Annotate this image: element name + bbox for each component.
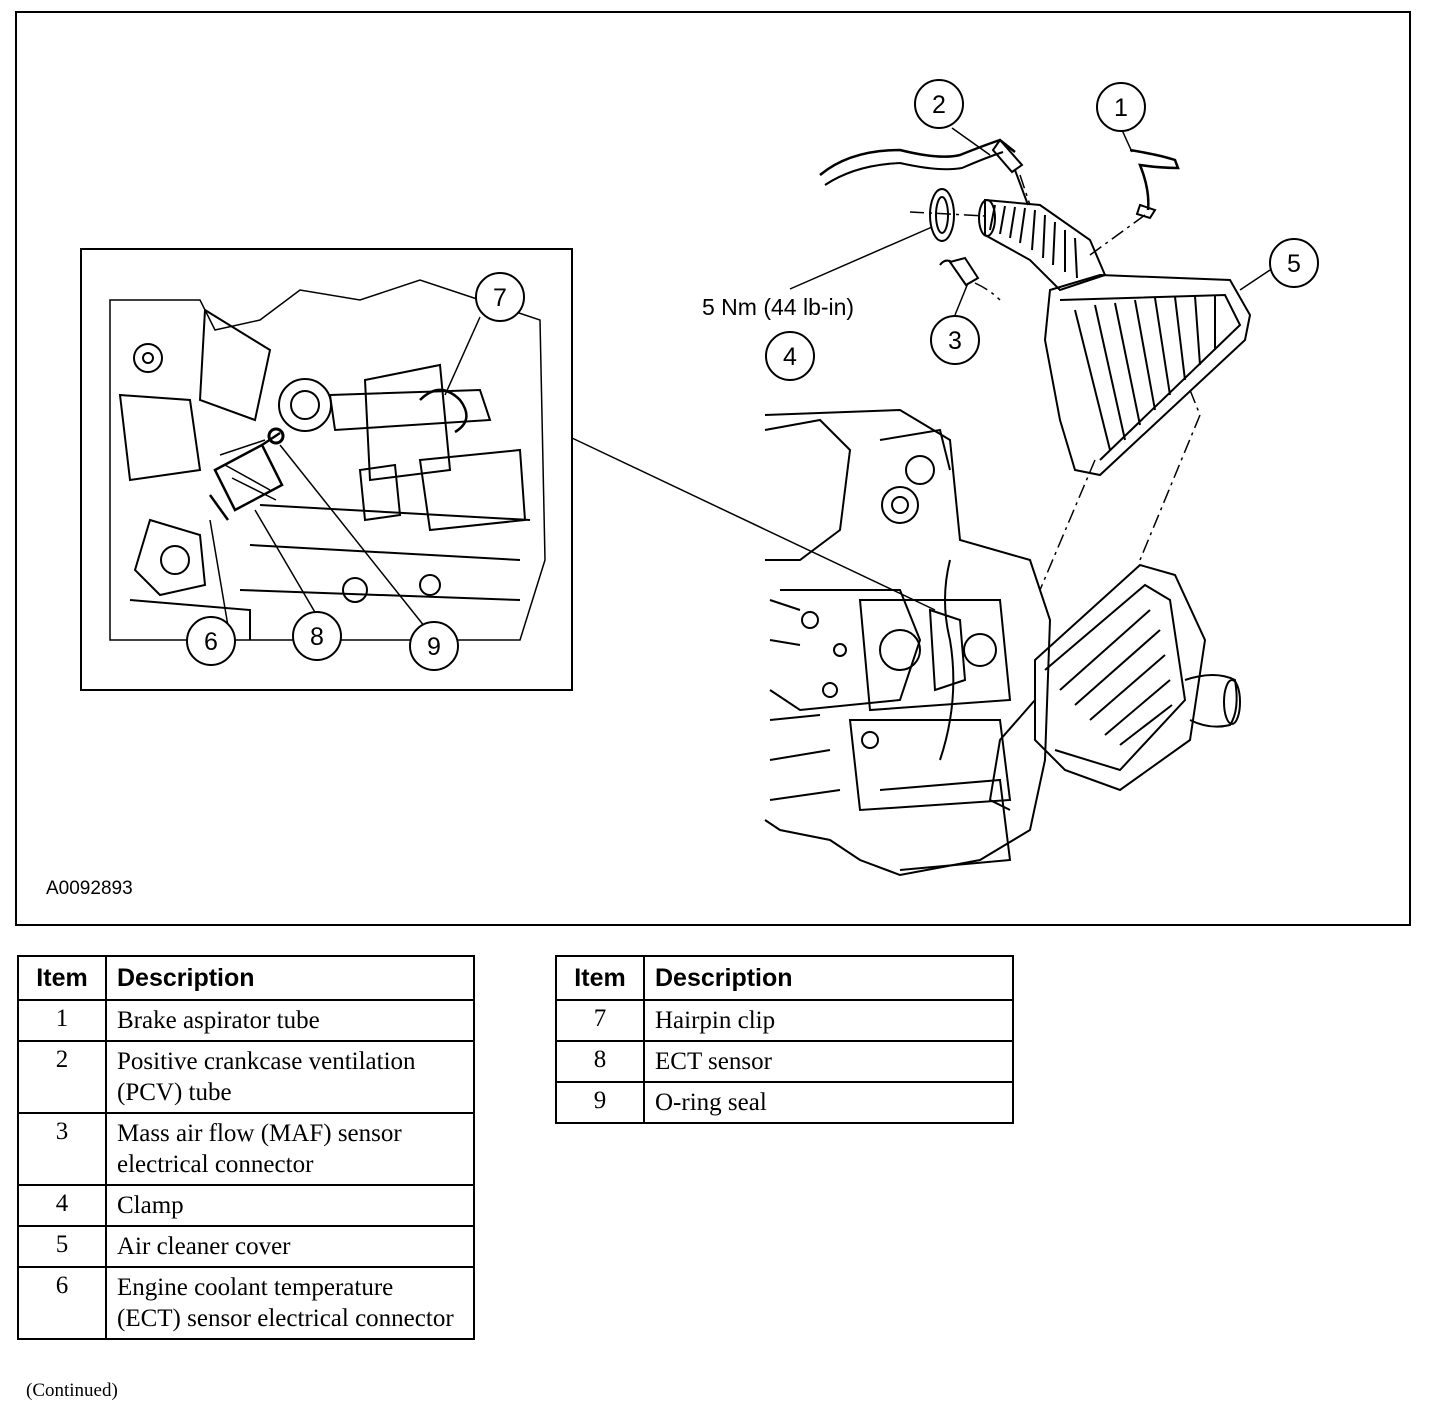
- assembly-lines: [909, 174, 1201, 591]
- legend-item-description: Engine coolant temperature (ECT) sensor …: [105, 1266, 475, 1340]
- table-row: 3 Mass air flow (MAF) sensor electrical …: [17, 1112, 475, 1186]
- legend-item-description: Brake aspirator tube: [105, 999, 475, 1042]
- legend-item-number: 8: [555, 1040, 645, 1083]
- legend-item-number: 5: [17, 1225, 107, 1268]
- exploded-view-diagram: 1 2 3 4 5 6 7 8 9 5 Nm (44 lb-in) A00928…: [46, 79, 1319, 899]
- callout-2: 2: [932, 91, 946, 119]
- callout-3: 3: [948, 327, 962, 355]
- figure-id: A0092893: [46, 878, 133, 899]
- legend-table-right: Item Description 7 Hairpin clip 8 ECT se…: [555, 955, 1014, 1124]
- continued-note: (Continued): [26, 1380, 118, 1401]
- callout-7: 7: [493, 284, 507, 312]
- legend-item-number: 6: [17, 1266, 107, 1340]
- legend-item-number: 7: [555, 999, 645, 1042]
- callout-circle-3: [930, 315, 980, 365]
- callout-6: 6: [204, 628, 218, 656]
- legend-item-number: 3: [17, 1112, 107, 1186]
- callout-circle-6: [186, 616, 236, 666]
- main-leaders: [789, 127, 1271, 316]
- callout-5: 5: [1287, 250, 1301, 278]
- legend-item-number: 1: [17, 999, 107, 1042]
- legend-item-description: Mass air flow (MAF) sensor electrical co…: [105, 1112, 475, 1186]
- legend-item-description: O-ring seal: [643, 1081, 1014, 1124]
- legend-item-number: 2: [17, 1040, 107, 1114]
- legend-item-description: Positive crankcase ventilation (PCV) tub…: [105, 1040, 475, 1114]
- legend-table-left: Item Description 1 Brake aspirator tube …: [17, 955, 475, 1340]
- callout-circle-8: [292, 611, 342, 661]
- main-engine-drawing: [764, 138, 1252, 877]
- legend-header-row: Item Description: [17, 955, 475, 1001]
- callout-circle-9: [409, 621, 459, 671]
- callout-circle-4: [765, 331, 815, 381]
- legend-header-item: Item: [555, 955, 645, 1001]
- legend-item-description: ECT sensor: [643, 1040, 1014, 1083]
- table-row: 7 Hairpin clip: [555, 999, 1014, 1042]
- legend-header-description: Description: [105, 955, 475, 1001]
- legend-item-number: 4: [17, 1184, 107, 1227]
- legend-item-number: 9: [555, 1081, 645, 1124]
- table-row: 8 ECT sensor: [555, 1040, 1014, 1083]
- legend-item-description: Air cleaner cover: [105, 1225, 475, 1268]
- table-row: 2 Positive crankcase ventilation (PCV) t…: [17, 1040, 475, 1114]
- table-row: 9 O-ring seal: [555, 1081, 1014, 1124]
- table-row: 6 Engine coolant temperature (ECT) senso…: [17, 1266, 475, 1340]
- callout-9: 9: [427, 633, 441, 661]
- detail-engine-drawing: [109, 279, 546, 641]
- torque-label: 5 Nm (44 lb-in): [702, 294, 854, 320]
- figure-frame: [15, 11, 1411, 926]
- legend-header-row: Item Description: [555, 955, 1014, 1001]
- callout-4: 4: [783, 343, 797, 371]
- callout-1: 1: [1114, 94, 1128, 122]
- legend-header-item: Item: [17, 955, 107, 1001]
- table-row: 5 Air cleaner cover: [17, 1225, 475, 1268]
- legend-item-description: Clamp: [105, 1184, 475, 1227]
- legend-item-description: Hairpin clip: [643, 999, 1014, 1042]
- callout-circles: [186, 79, 1319, 671]
- callout-circle-7: [475, 272, 525, 322]
- callout-circle-5: [1269, 238, 1319, 288]
- legend-header-description: Description: [643, 955, 1014, 1001]
- callout-numbers: 1 2 3 4 5 6 7 8 9: [204, 91, 1301, 661]
- callout-circle-1: [1096, 82, 1146, 132]
- inset-leaders: [209, 316, 936, 628]
- table-row: 4 Clamp: [17, 1184, 475, 1227]
- table-row: 1 Brake aspirator tube: [17, 999, 475, 1042]
- callout-8: 8: [310, 623, 324, 651]
- callout-circle-2: [914, 79, 964, 129]
